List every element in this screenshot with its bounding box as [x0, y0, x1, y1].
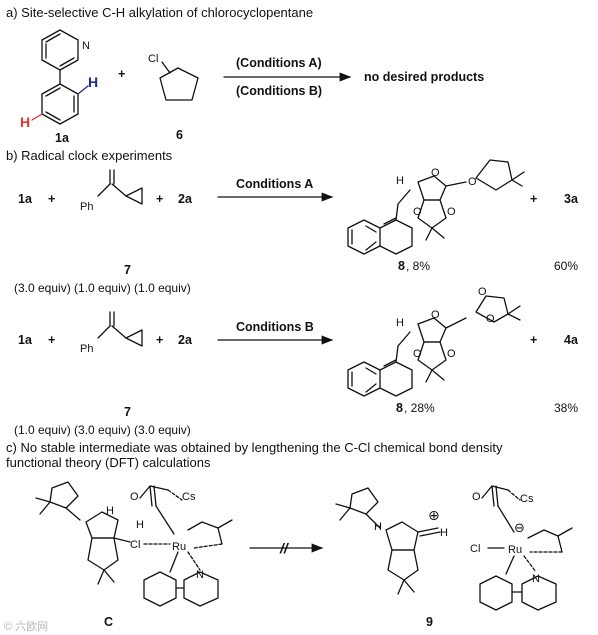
row1-plus-1: +	[48, 192, 55, 206]
label-1a: 1a	[55, 131, 70, 145]
c-ru-atom: Ru	[172, 541, 186, 553]
row2-o-diox-2: O	[447, 348, 456, 360]
result-no-products: no desired products	[364, 70, 484, 84]
product-9-structure	[335, 485, 573, 611]
p9-cation: ⊕	[428, 507, 440, 523]
section-c-title-line2: functional theory (DFT) calculations	[6, 455, 211, 470]
p9-ru-atom: Ru	[508, 544, 522, 556]
section-a-title: a) Site-selective C-H alkylation of chlo…	[6, 5, 313, 20]
row1-product-8-structure	[347, 159, 525, 255]
row2-product-yield: , 28%	[404, 401, 435, 415]
watermark: © 六欧网	[4, 620, 48, 633]
row2-o-ring: O	[431, 309, 440, 321]
row2-reactant-2a: 2a	[178, 333, 193, 347]
row2-plus-3: +	[530, 333, 537, 347]
row1-h-atom: H	[396, 175, 404, 187]
c-cl-atom: Cl	[130, 539, 140, 551]
row2-ph: Ph	[80, 343, 93, 355]
row2-conditions: Conditions B	[236, 320, 314, 334]
row1-plus-3: +	[530, 192, 537, 206]
c-h-atom-2: H	[136, 519, 144, 531]
row1-side-product: 3a	[564, 192, 579, 206]
row1-product-yield: , 8%	[406, 259, 430, 273]
conditions-b-label: (Conditions B)	[236, 84, 322, 98]
section-b-title: b) Radical clock experiments	[6, 148, 173, 163]
row2-product-8-structure	[347, 295, 521, 397]
section-c-title-line1: c) No stable intermediate was obtained b…	[6, 440, 503, 455]
row2-side-product: 4a	[564, 333, 579, 347]
row1-equivalents: (3.0 equiv) (1.0 equiv) (1.0 equiv)	[14, 281, 191, 295]
hydrogen-atom-red: H	[20, 114, 30, 130]
row1-product-label: 8	[398, 259, 405, 273]
row2-radical-clock-7	[97, 311, 143, 347]
row1-radical-clock-7	[97, 169, 143, 205]
row2-reactant-1a: 1a	[18, 333, 33, 347]
row1-o-ring: O	[431, 167, 440, 179]
c-o-carbonyl: O	[130, 491, 139, 503]
no-reaction-mark: //	[279, 540, 290, 556]
label-9: 9	[426, 615, 433, 629]
chlorine-atom: Cl	[148, 53, 158, 65]
nitrogen-atom: N	[82, 40, 90, 52]
p9-anion: ⊖	[514, 520, 525, 535]
hydrogen-atom-blue: H	[88, 74, 98, 90]
plus-sign: +	[118, 67, 125, 81]
row1-label-7: 7	[124, 263, 131, 277]
row1-o-thf: O	[468, 176, 477, 188]
c-cs-atom: Cs	[182, 491, 196, 503]
compound-1a-structure	[31, 29, 89, 125]
row1-ph: Ph	[80, 201, 93, 213]
p9-cl-atom: Cl	[470, 543, 480, 555]
row1-side-yield: 60%	[554, 259, 578, 273]
row1-reactant-1a: 1a	[18, 192, 33, 206]
label-6: 6	[176, 128, 183, 142]
label-c: C	[104, 615, 113, 629]
compound-6-structure	[159, 61, 199, 101]
row2-label-7: 7	[124, 405, 131, 419]
c-n-atom: N	[196, 569, 204, 581]
p9-o-carbonyl: O	[472, 491, 481, 503]
p9-h-atom-1: H	[374, 521, 382, 533]
row2-side-yield: 38%	[554, 401, 578, 415]
row1-o-diox-2: O	[447, 206, 456, 218]
row2-plus-1: +	[48, 333, 55, 347]
row2-equivalents: (1.0 equiv) (3.0 equiv) (3.0 equiv)	[14, 423, 191, 437]
intermediate-c-structure	[35, 481, 233, 607]
row2-o-dioxolane-a: O	[478, 286, 487, 298]
p9-cs-atom: Cs	[520, 493, 534, 505]
conditions-a-label: (Conditions A)	[236, 56, 322, 70]
c-h-atom-1: H	[106, 505, 114, 517]
row2-plus-2: +	[156, 333, 163, 347]
row1-reactant-2a: 2a	[178, 192, 193, 206]
row1-conditions: Conditions A	[236, 177, 313, 191]
row2-o-diox-1: O	[413, 348, 422, 360]
p9-n-atom: N	[532, 573, 540, 585]
p9-h-atom-2: H	[440, 527, 448, 539]
row2-h-atom: H	[396, 317, 404, 329]
row2-product-label: 8	[396, 401, 403, 415]
row1-o-diox-1: O	[413, 206, 422, 218]
row1-plus-2: +	[156, 192, 163, 206]
row2-o-dioxolane-b: O	[486, 313, 495, 325]
